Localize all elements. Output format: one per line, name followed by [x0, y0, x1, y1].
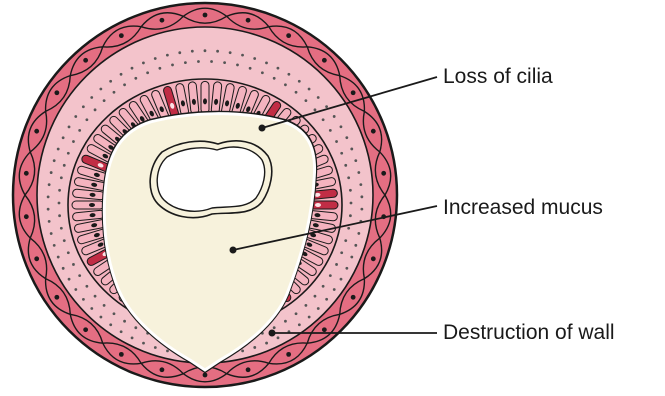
pointer-dot-mucus — [230, 247, 237, 254]
label-increased-mucus: Increased mucus — [443, 197, 603, 218]
pointer-dot-wall — [269, 330, 276, 337]
label-loss-of-cilia: Loss of cilia — [443, 66, 553, 87]
pointer-dot-cilia — [259, 125, 266, 132]
air-lumen — [157, 147, 264, 211]
label-destruction-of-wall: Destruction of wall — [443, 322, 615, 343]
